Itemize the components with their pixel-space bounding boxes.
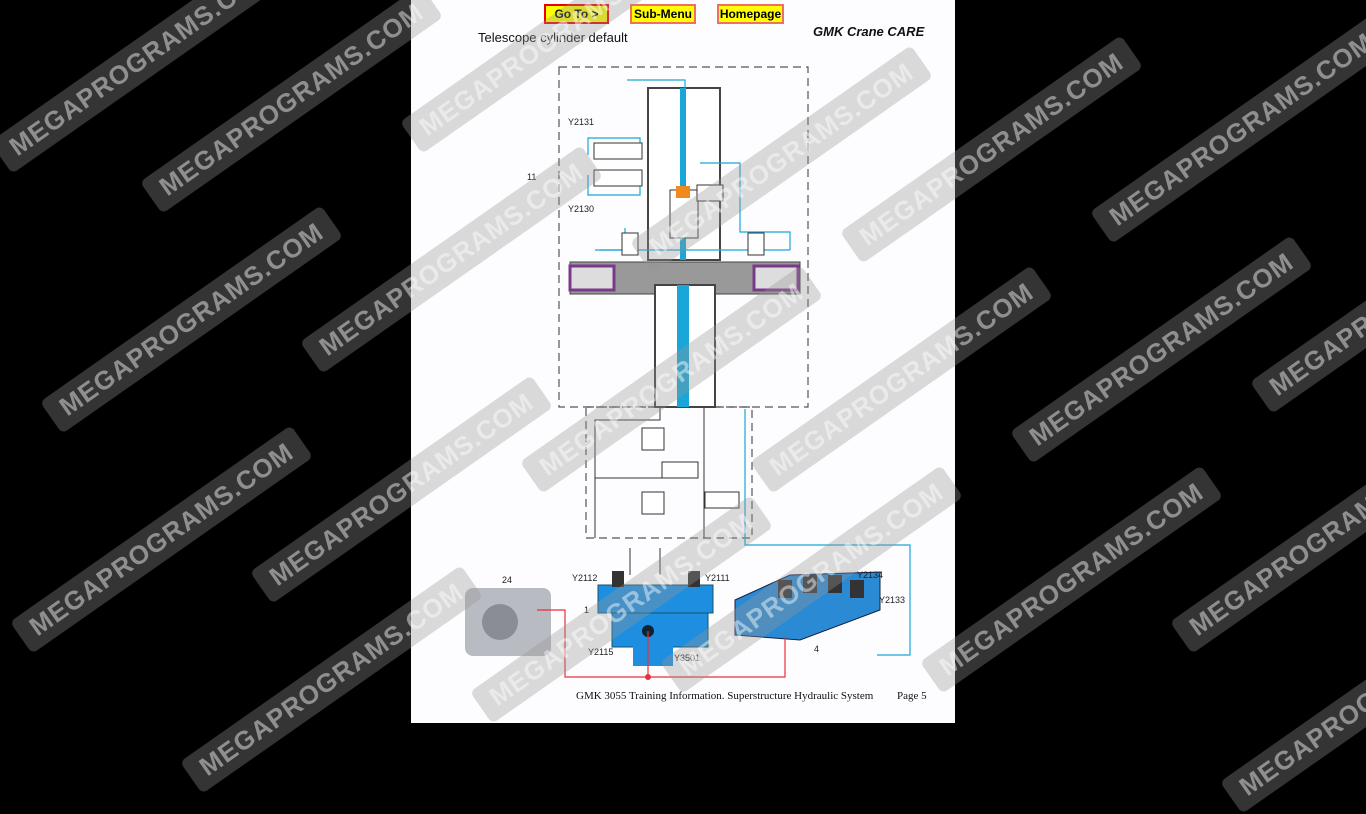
- label-y3501: Y3501: [674, 653, 700, 663]
- label-y2130: Y2130: [568, 204, 594, 214]
- telescope-cylinder: [568, 87, 801, 408]
- pump-detail: [482, 604, 518, 640]
- page-number: Page 5: [897, 690, 927, 702]
- telescope-boundary: [558, 66, 809, 408]
- pilot-lines: [587, 79, 911, 656]
- pressure-lines: [594, 407, 705, 575]
- label-24: 24: [502, 575, 512, 585]
- junction-point: [645, 674, 651, 680]
- footer-caption: GMK 3055 Training Information. Superstru…: [576, 690, 874, 702]
- label-1: 1: [584, 605, 589, 615]
- homepage-button[interactable]: Homepage: [717, 4, 784, 24]
- label-y2134: Y2134: [857, 570, 883, 580]
- label-y2112: Y2112: [572, 573, 597, 583]
- goto-button[interactable]: Go To >: [544, 4, 609, 24]
- solenoid-valves: [593, 142, 765, 515]
- label-4: 4: [814, 644, 819, 654]
- submenu-button[interactable]: Sub-Menu: [630, 4, 696, 24]
- label-y2115: Y2115: [588, 647, 613, 657]
- page-title: Telescope cylinder default: [478, 30, 628, 45]
- label-y2111: Y2111: [705, 573, 730, 583]
- label-11: 11: [527, 172, 536, 182]
- label-y2133: Y2133: [879, 595, 905, 605]
- return-line: [537, 609, 786, 678]
- hydraulic-diagram: Y2131 Y2130 11 24 Y2112 Y2111 1 Y2115 Y3…: [465, 66, 911, 680]
- label-y2131: Y2131: [568, 117, 594, 127]
- brand-title: GMK Crane CARE: [813, 24, 925, 39]
- control-block-photo: [597, 571, 714, 666]
- valve-bank-photo: [734, 571, 881, 641]
